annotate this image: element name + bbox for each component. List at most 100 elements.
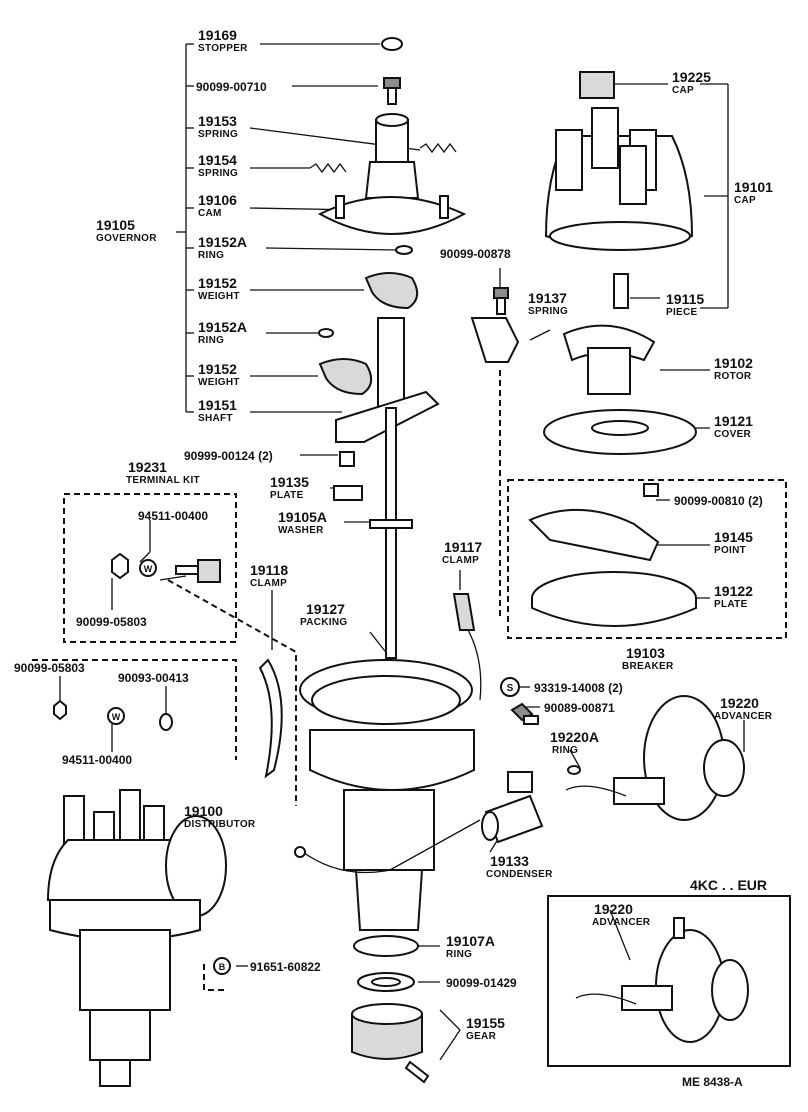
plate-19135-shape — [333, 485, 363, 501]
label-19121: 19121 — [714, 413, 753, 429]
clamp-19117-shape — [452, 593, 482, 701]
label-19102: 19102 — [714, 355, 753, 371]
name-weight-lower: WEIGHT — [198, 377, 240, 388]
s-symbol-letter: S — [507, 683, 514, 694]
ring-19152A-upper — [395, 245, 413, 255]
screw-90099-00878 — [493, 287, 509, 315]
ring-19107A-shape — [353, 935, 419, 957]
name-cover: COVER — [714, 429, 752, 440]
label-90093-00413: 90093-00413 — [118, 671, 189, 685]
name-spring-19154: SPRING — [198, 168, 238, 179]
housing-shape — [294, 659, 481, 931]
label-19152-lower: 19152 — [198, 361, 237, 377]
clamp-19118-shape — [258, 658, 283, 779]
label-19169: 19169 — [198, 27, 237, 43]
name-piece: PIECE — [666, 307, 698, 318]
name-governor: GOVERNOR — [96, 233, 157, 244]
label-19220-inset: 19220 — [594, 901, 633, 917]
dust-cover-shape — [543, 409, 697, 455]
terminal-kit-parts — [111, 552, 221, 583]
name-cap-19225: CAP — [672, 85, 694, 96]
loose-nut-parts — [53, 699, 173, 731]
name-clamp-19118: CLAMP — [250, 578, 287, 589]
label-19225: 19225 — [672, 69, 711, 85]
label-90099-05803-loose: 90099-05803 — [14, 661, 85, 675]
advancer-shape — [565, 695, 745, 821]
breaker-plate-shape — [531, 571, 697, 627]
governor-bracket — [176, 43, 194, 413]
label-19220: 19220 — [720, 695, 759, 711]
name-washer: WASHER — [278, 525, 324, 536]
label-19154: 19154 — [198, 152, 237, 168]
weight-19152-lower — [318, 358, 373, 396]
label-90099-05803-kit: 90099-05803 — [76, 615, 147, 629]
label-91651-60822: 91651-60822 — [250, 960, 321, 974]
label-19135: 19135 — [270, 474, 309, 490]
name-weight-upper: WEIGHT — [198, 291, 240, 302]
name-distributor: DISTRIBUTOR — [184, 819, 256, 830]
s-symbol — [500, 677, 520, 697]
label-19115: 19115 — [666, 291, 704, 307]
screw-90089-00871 — [510, 702, 539, 725]
label-19105: 19105 — [96, 217, 135, 233]
figure-code: ME 8438-A — [682, 1075, 743, 1089]
name-plate-19135: PLATE — [270, 490, 304, 501]
dashed-groups — [32, 370, 787, 991]
w-symbol-kit: W — [144, 564, 153, 574]
name-plate-19122: PLATE — [714, 599, 748, 610]
label-19106: 19106 — [198, 192, 237, 208]
label-90999-00124: 90999-00124 (2) — [184, 449, 273, 463]
label-19107A: 19107A — [446, 933, 495, 949]
label-90099-00878: 90099-00878 — [440, 247, 511, 261]
label-19231: 19231 — [128, 459, 167, 475]
screw-90099-00710 — [383, 77, 401, 105]
name-cam: CAM — [198, 208, 222, 219]
label-94511-00400-kit: 94511-00400 — [138, 509, 208, 523]
gear-shape — [351, 1003, 430, 1084]
name-gear: GEAR — [466, 1031, 497, 1042]
name-stopper: STOPPER — [198, 43, 248, 54]
breaker-point-shape — [528, 483, 660, 562]
name-terminal-kit: TERMINAL KIT — [126, 475, 200, 486]
label-90089-00871: 90089-00871 — [544, 701, 615, 715]
stopper-shape — [381, 37, 403, 51]
b-symbol: B — [219, 962, 226, 972]
piece-19115-shape — [613, 273, 629, 309]
label-90099-00710: 90099-00710 — [196, 80, 267, 94]
distributor-cap-shape — [544, 107, 694, 251]
name-advancer-inset: ADVANCER — [592, 917, 651, 928]
label-19220A: 19220A — [550, 729, 599, 745]
name-clamp-19117: CLAMP — [442, 555, 479, 566]
name-point: POINT — [714, 545, 746, 556]
label-19152A-lower: 19152A — [198, 319, 247, 335]
circle-symbols: S W W B — [112, 564, 514, 972]
label-19145: 19145 — [714, 529, 753, 545]
label-19155: 19155 — [466, 1015, 505, 1031]
w-symbol-loose: W — [112, 712, 121, 722]
name-condenser: CONDENSER — [486, 869, 553, 880]
label-19137: 19137 — [528, 290, 567, 306]
name-packing: PACKING — [300, 617, 347, 628]
condenser-shape — [481, 771, 544, 844]
label-19105A: 19105A — [278, 509, 327, 525]
label-93319-14008: 93319-14008 (2) — [534, 681, 623, 695]
name-cap-19101: CAP — [734, 195, 756, 206]
name-breaker: BREAKER — [622, 661, 674, 672]
label-19122: 19122 — [714, 583, 753, 599]
ring-19152A-lower — [318, 328, 334, 338]
label-19127: 19127 — [306, 601, 345, 617]
name-ring-19107A: RING — [446, 949, 472, 960]
label-19152A-upper: 19152A — [198, 234, 247, 250]
label-19151: 19151 — [198, 397, 237, 413]
name-rotor: ROTOR — [714, 371, 752, 382]
washer-90099-01429 — [357, 972, 415, 992]
name-ring-lower: RING — [198, 335, 224, 346]
variant-label: 4KC . . EUR — [690, 877, 767, 893]
weight-19152-upper — [364, 272, 419, 310]
name-ring-upper: RING — [198, 250, 224, 261]
inset-advancer-shape — [575, 917, 749, 1043]
label-19117: 19117 — [444, 539, 482, 555]
label-94511-00400-loose: 94511-00400 — [62, 753, 132, 767]
assembled-distributor-shape — [46, 789, 231, 1087]
